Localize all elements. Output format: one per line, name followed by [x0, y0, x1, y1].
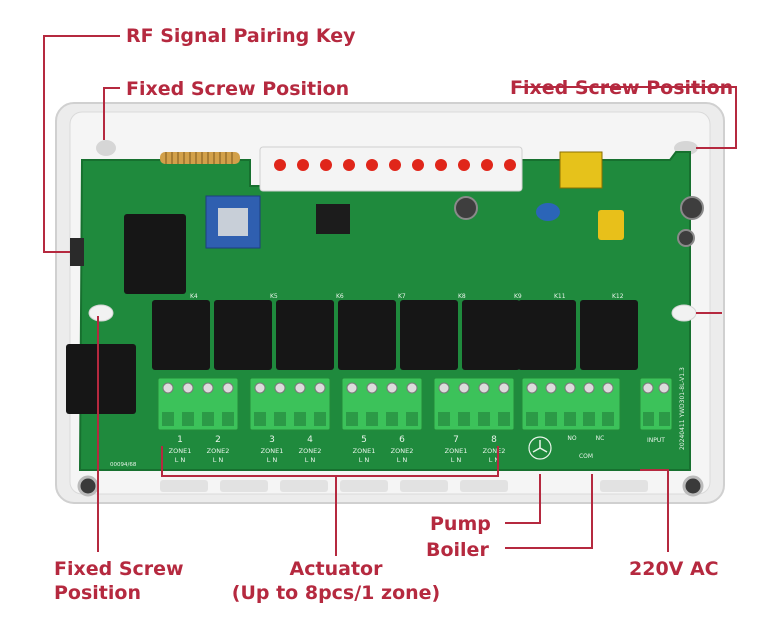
zone-number: 3	[269, 435, 275, 445]
label-line: Position	[54, 582, 141, 604]
zone-label: ZONE2	[391, 447, 414, 455]
label-ac-input: 220V AC	[629, 558, 719, 580]
screw-hole-right	[671, 304, 697, 322]
label-actuator: Actuator (Up to 8pcs/1 zone)	[216, 557, 456, 605]
input-label: INPUT	[647, 437, 665, 444]
boiler-terminal: NO	[567, 435, 576, 442]
relay-left-bottom	[66, 344, 136, 414]
zone-number: 2	[215, 435, 221, 445]
relay-left-top	[124, 214, 186, 294]
relay-label: K9	[514, 293, 522, 300]
boiler-terminal: NC	[596, 435, 605, 442]
zone-label: ZONE2	[207, 447, 230, 455]
zone-number: 8	[491, 435, 497, 445]
relay-label: K12	[612, 293, 624, 300]
callout-pump	[505, 474, 541, 524]
zone-number: 4	[307, 435, 313, 445]
rf-antenna	[160, 152, 240, 164]
boiler-terminal: COM	[579, 453, 593, 460]
label-line: Actuator	[289, 558, 383, 580]
label-fixed-screw-bottom-left: Fixed Screw Position	[54, 557, 184, 605]
zone-label: ZONE1	[353, 447, 376, 455]
relay-row	[152, 300, 638, 370]
callout-boiler	[505, 474, 593, 549]
callout-ac-input	[640, 469, 669, 552]
relay-label: K7	[398, 293, 406, 300]
zone-label: ZONE1	[445, 447, 468, 455]
relay-label: K5	[270, 293, 278, 300]
zone-silkscreen: 1 2 3 4 5 6 7 8	[177, 435, 497, 445]
screw-post-top-left	[96, 140, 116, 156]
callout-screw-top-left	[103, 87, 120, 140]
label-boiler: Boiler	[426, 539, 489, 561]
label-fixed-screw-top-left: Fixed Screw Position	[126, 78, 350, 100]
relay-label: K8	[458, 293, 466, 300]
terminal-openings	[162, 412, 670, 426]
callout-actuator	[161, 446, 499, 477]
zone-label: ZONE2	[299, 447, 322, 455]
relay-label: K4	[190, 293, 198, 300]
screw-bottom-right	[682, 475, 704, 497]
mcu-chip	[316, 204, 350, 234]
terminal-ln: L N	[305, 456, 316, 464]
serial-number: 00094/68	[110, 462, 137, 468]
zone-label: ZONE1	[169, 447, 192, 455]
callout-lines	[43, 35, 737, 556]
callout-screw-top-right	[512, 86, 737, 149]
terminal-ln: L N	[359, 456, 370, 464]
zone-number: 1	[177, 435, 183, 445]
label-line: Fixed Screw	[54, 558, 184, 580]
terminal-ln: L N	[175, 456, 186, 464]
terminal-ln: L N	[397, 456, 408, 464]
terminal-ln: L N	[451, 456, 462, 464]
relay-label: K11	[554, 293, 566, 300]
relay-label: K6	[336, 293, 344, 300]
callout-rf-key	[43, 35, 120, 253]
terminal-ln: L N	[489, 456, 500, 464]
transformer	[559, 151, 603, 189]
label-fixed-screw-top-right: Fixed Screw Position	[510, 77, 734, 99]
film-capacitor	[598, 210, 624, 240]
zone-label: ZONE1	[261, 447, 284, 455]
screw-bottom-left	[77, 475, 99, 497]
terminal-ln: L N	[213, 456, 224, 464]
zone-number: 6	[399, 435, 405, 445]
label-pump: Pump	[430, 513, 491, 535]
zone-number: 7	[453, 435, 459, 445]
zone-label: ZONE2	[483, 447, 506, 455]
board-version: 20240411 YWD301-8L-V1.3	[679, 367, 686, 450]
pairing-button	[70, 238, 84, 266]
pump-fan-icon	[528, 436, 552, 460]
capacitor	[454, 196, 478, 220]
label-rf-pairing-key: RF Signal Pairing Key	[126, 25, 356, 47]
terminal-screws	[162, 382, 670, 394]
status-leds	[274, 159, 516, 171]
screw-hole-left	[88, 304, 114, 322]
terminal-ln: L N	[267, 456, 278, 464]
label-line: (Up to 8pcs/1 zone)	[231, 582, 441, 604]
zone-number: 5	[361, 435, 367, 445]
